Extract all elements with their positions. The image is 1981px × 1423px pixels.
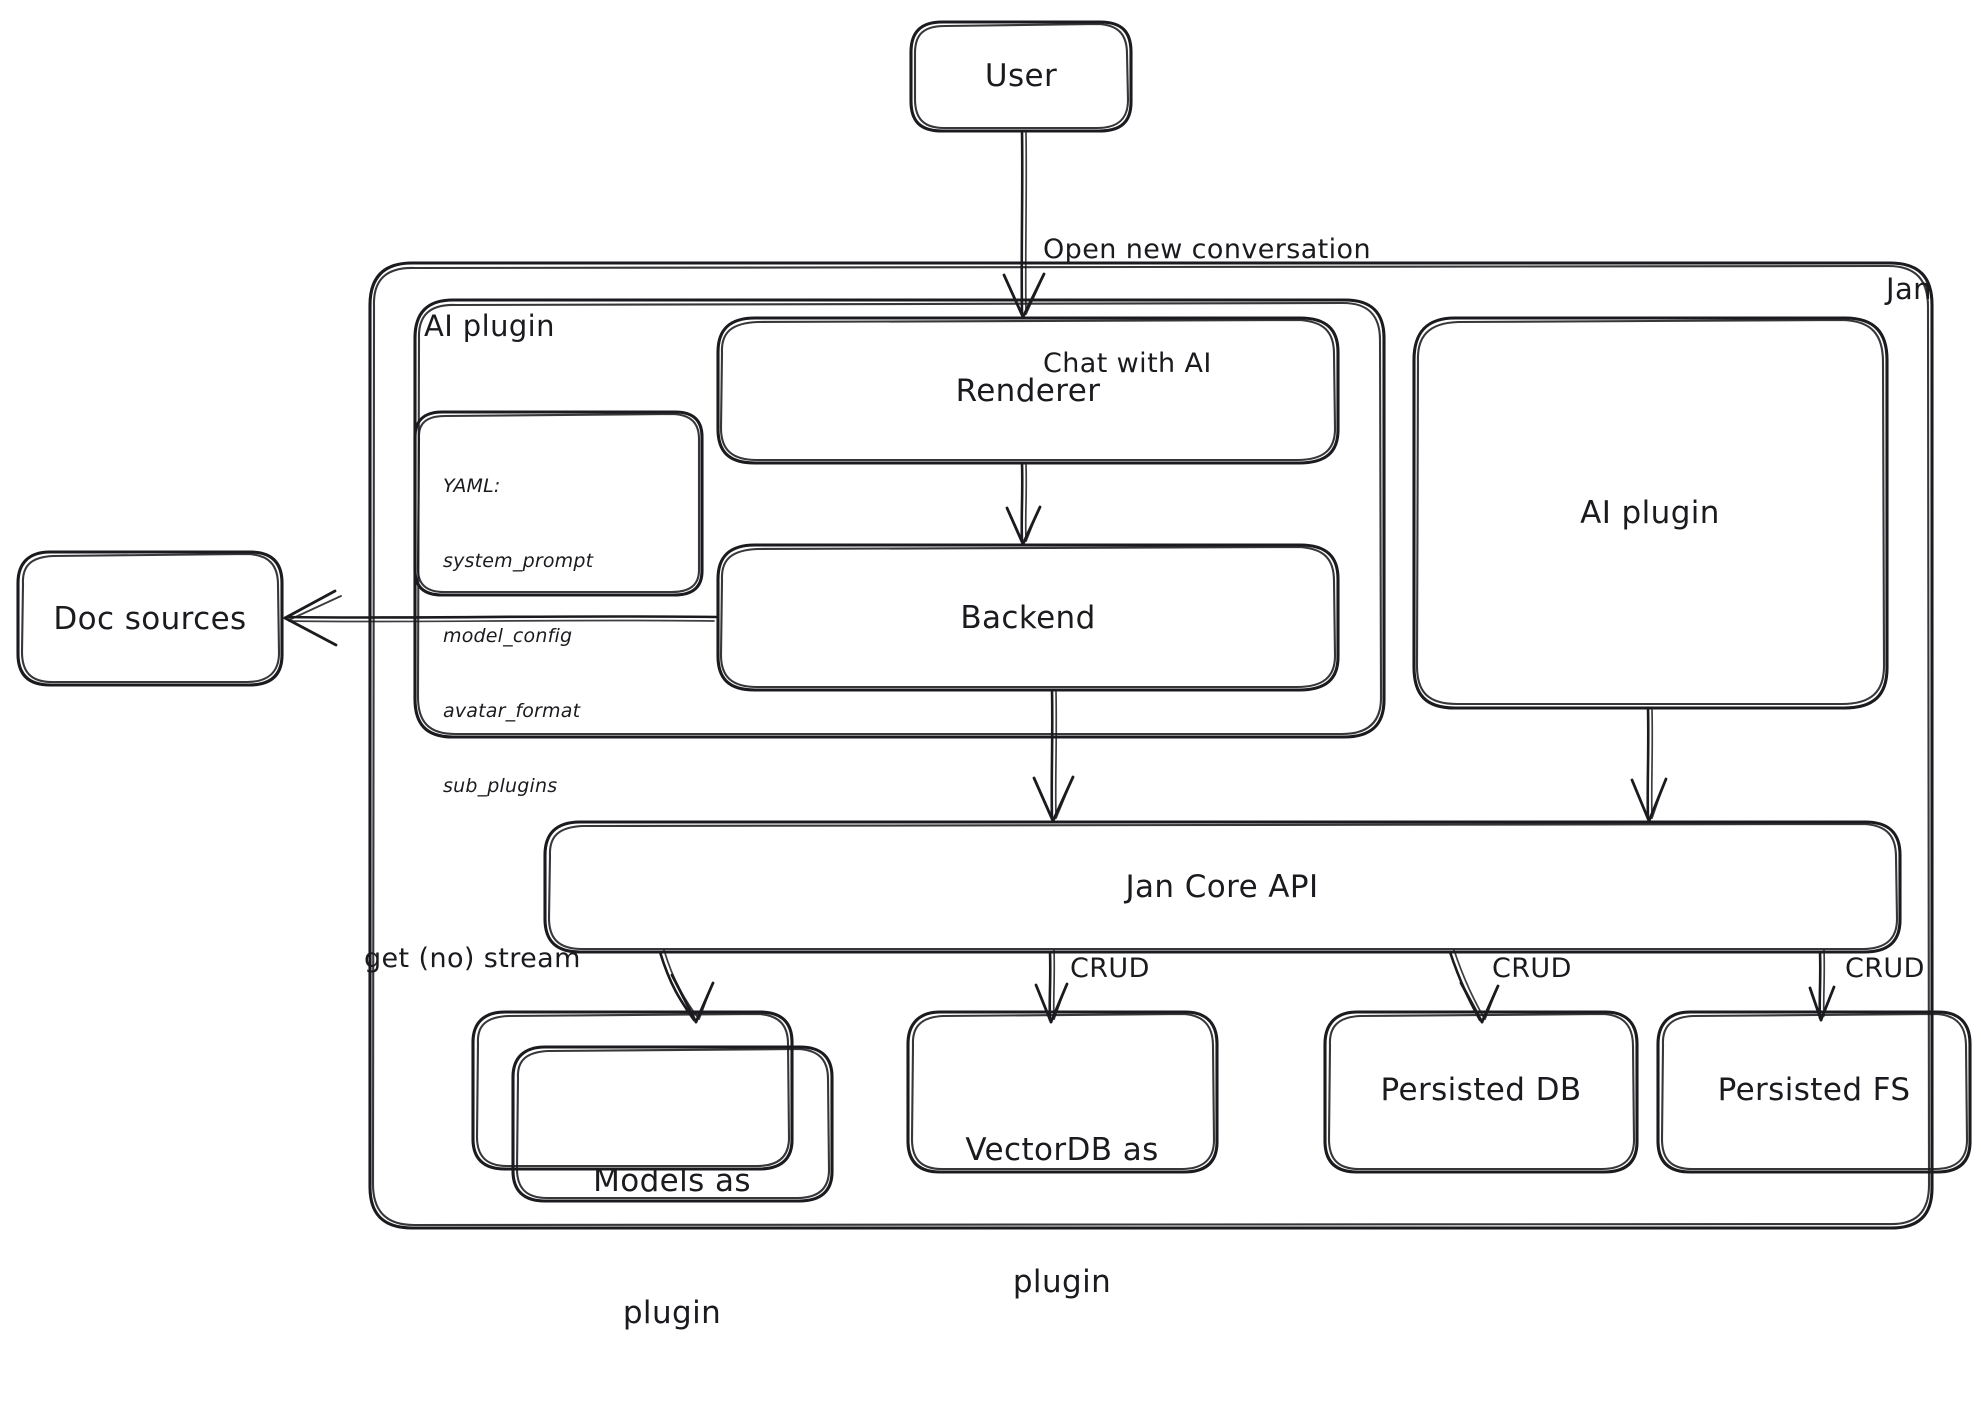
doc-sources-box-shape xyxy=(16,550,284,687)
yaml-card-heading: YAML: xyxy=(443,475,501,497)
models-box-front-shape xyxy=(511,1045,834,1203)
edge-label-api-to-persisted-fs: CRUD xyxy=(1845,953,1925,984)
edge-api-to-persisted-db xyxy=(1448,949,1500,1024)
diagram-canvas: User Jan AI plugin Renderer Backend AI p… xyxy=(16,20,1972,1331)
renderer-box-label: Renderer xyxy=(955,373,1101,409)
jan-container-label: Jan xyxy=(1886,272,1932,306)
doc-sources-box-label: Doc sources xyxy=(53,601,247,637)
edge-label-line2: Chat with AI xyxy=(1043,348,1212,379)
user-box-label: User xyxy=(984,58,1058,94)
ai-plugin-group-shape xyxy=(413,298,1386,739)
yaml-card-field: sub_plugins xyxy=(443,775,558,797)
ai-plugin-right-box-shape xyxy=(1412,316,1889,710)
models-box-back-shape xyxy=(471,1010,794,1171)
renderer-box-shape xyxy=(716,316,1340,465)
jan-core-api-box-shape xyxy=(543,820,1902,954)
edge-label-api-to-models: get (no) stream xyxy=(364,943,581,974)
persisted-db-box-shape xyxy=(1323,1010,1639,1174)
edge-api-to-vectordb xyxy=(1034,949,1069,1024)
edge-label-api-to-vectordb: CRUD xyxy=(1070,953,1150,984)
vectordb-box-label-line2: plugin xyxy=(1012,1264,1112,1300)
edge-renderer-to-backend xyxy=(1005,461,1042,546)
jan-container-shape xyxy=(368,261,1934,1230)
edge-backend-to-doc-sources xyxy=(283,589,718,647)
yaml-card-shape xyxy=(413,410,704,597)
backend-box-label: Backend xyxy=(960,600,1096,636)
edge-api-to-persisted-fs xyxy=(1808,949,1836,1022)
edge-label-line1: Open new conversation xyxy=(1043,234,1371,265)
ai-plugin-right-box-label: AI plugin xyxy=(1580,495,1720,531)
yaml-card: YAML: system_prompt model_config avatar_… xyxy=(443,424,593,849)
edge-label-user-to-renderer: Open new conversation Chat with AI xyxy=(1043,155,1371,459)
diagram-svg xyxy=(16,20,1972,1230)
models-box-label: Models as plugin xyxy=(593,1071,751,1423)
ai-plugin-group-label: AI plugin xyxy=(424,309,555,343)
models-box-label-line2: plugin xyxy=(622,1295,722,1331)
edge-label-api-to-persisted-db: CRUD xyxy=(1492,953,1572,984)
edge-ai-plugin-to-jan-core-api xyxy=(1630,706,1668,823)
backend-box-shape xyxy=(716,543,1340,692)
persisted-fs-box-shape xyxy=(1656,1010,1972,1174)
persisted-fs-box-label: Persisted FS xyxy=(1717,1072,1911,1108)
models-box-label-line1: Models as xyxy=(593,1163,751,1199)
jan-core-api-box-label: Jan Core API xyxy=(1125,869,1319,905)
user-box-shape xyxy=(909,20,1133,133)
edge-backend-to-jan-core-api xyxy=(1032,688,1075,823)
yaml-card-field: model_config xyxy=(443,625,573,647)
edge-api-to-models xyxy=(658,949,715,1024)
vectordb-box-label-line1: VectorDB as xyxy=(965,1132,1159,1168)
yaml-card-field: system_prompt xyxy=(443,550,594,572)
vectordb-box-shape xyxy=(906,1010,1219,1174)
yaml-card-field: avatar_format xyxy=(443,700,581,722)
vectordb-box-label: VectorDB as plugin xyxy=(965,1040,1158,1392)
edge-user-to-renderer xyxy=(1002,129,1046,319)
persisted-db-box-label: Persisted DB xyxy=(1380,1072,1582,1108)
